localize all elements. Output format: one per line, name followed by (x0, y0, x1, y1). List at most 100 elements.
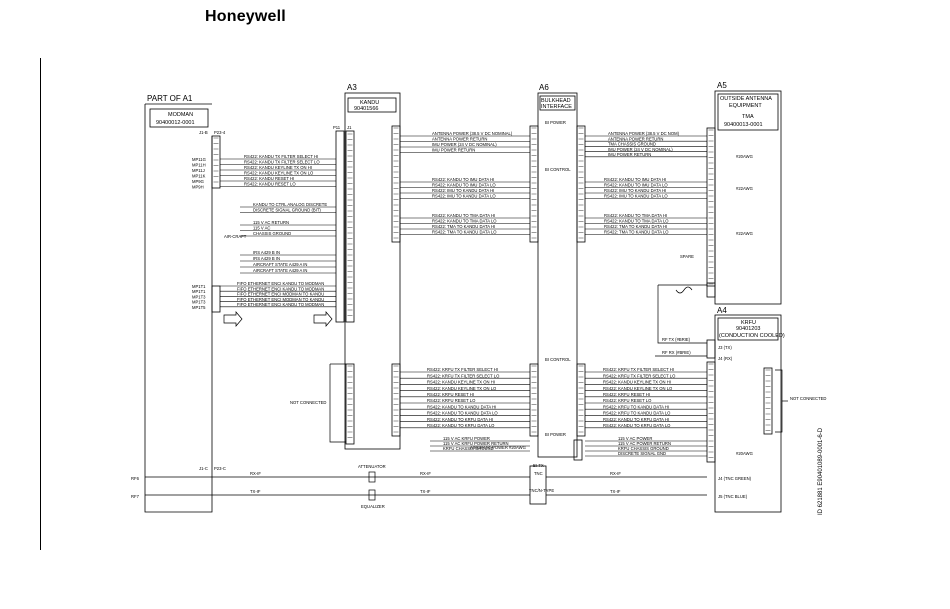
a4-ref: A4 (717, 306, 727, 315)
signal-label: AIRCRAFT STATE A429 A IN (253, 268, 307, 273)
bi-control-low: BI CONTROL (545, 357, 571, 362)
signal-label: ANTENNA POWER (38.5 V DC NOM) (608, 131, 680, 136)
signal-label: RS422: TMA TO KANDU DATA LO (604, 230, 669, 235)
a4-name: KRFU (741, 320, 756, 326)
signal-label: RS422: KANDU TO TMA DATA HI (604, 213, 667, 218)
rx-if-right: RX-IF (610, 471, 621, 476)
awg-a: #20AWG (736, 154, 753, 159)
mp-label: MP1T1 (192, 284, 206, 289)
signal-label: RS422: KRFU RESET HI (427, 392, 474, 397)
signal-label: RS422: KANDU TO KRFU DATA LO (603, 423, 671, 428)
signal-label: RS422: KANDU TO IMU DATA LO (432, 183, 496, 188)
mp-label: MP11K (192, 174, 206, 179)
rf-rx-label: RF RX (#BRIE) (662, 350, 691, 355)
a1-j1-label: J1-B (199, 130, 208, 135)
signal-label: RS422: KRFU TO KANDU DATA HI (603, 404, 669, 409)
tnc-label: TNC (534, 471, 543, 476)
awg-d: #20AWG (736, 451, 753, 456)
signal-label: IRS A429 B IN (253, 256, 280, 261)
signal-label: RS422: KANDU TO KANDU DATA HI (427, 404, 496, 409)
signal-label: RS422: KANDU TO TMA DATA LO (604, 219, 669, 224)
a1-p23-label: P23-4 (214, 130, 226, 135)
signal-label: RS422: KRFU RESET HI (603, 392, 650, 397)
bi-tx-label: BI-TX (533, 463, 544, 468)
a1-p23c-label: P23-C (214, 466, 226, 471)
signal-label: RS422: KRFU TX FILTER SELECT LO (427, 373, 500, 378)
mp-label: MP9G (192, 179, 204, 184)
a4-part: 90401203 (736, 326, 760, 332)
awg-b: #22AWG (736, 186, 753, 191)
signal-label: RS422: TMA TO KANDU DATA HI (432, 224, 495, 229)
rf6-label: RF6 (131, 476, 140, 481)
signal-label: IMU POWER RETURN (432, 148, 475, 153)
aircraft-label: AIR-CRAFT (224, 234, 247, 239)
signal-label: ANTENNA POWER RETURN (608, 136, 663, 141)
signal-label: RS422: KANDU TO IMU DATA HI (604, 177, 666, 182)
a3-ref: A3 (347, 83, 357, 92)
signal-label: IMU POWER (24 V DC NOMINAL) (608, 147, 673, 152)
signal-label: RS422: KANDU KEYLINE TX ON HI (603, 380, 671, 385)
a6-name2: INTERFACE (541, 104, 572, 110)
margin-rule (40, 58, 41, 550)
signal-label: RS422: KANDU KEYLINE TX ON HI (427, 380, 495, 385)
signal-label: FIFO ETHERNET ENCI MODMAN TO KANDU (237, 292, 324, 297)
signal-label: RS422: KANDU TO IMU DATA HI (432, 177, 494, 182)
aircraft-power-label: AIRCRAFT POWER #20AWG (470, 445, 526, 450)
signal-label: 115 V AC KRFU POWER (443, 436, 490, 441)
j5-tnc-blue: J5 (TNC BLUE) (718, 494, 748, 499)
rx-if-left: RX-IF (250, 471, 261, 476)
mp-label: MP1T1 (192, 289, 206, 294)
a3-j1-label: J1 (347, 125, 352, 130)
a3-part: 90401566 (354, 106, 378, 112)
rx-if-mid: RX-IF (420, 471, 431, 476)
bi-control-top: BI CONTROL (545, 167, 571, 172)
signal-label: RS422: IMU TO KANDU DATA LO (604, 194, 668, 199)
equalizer-label: EQUALIZER (361, 504, 385, 509)
attenuator-label: ATTENUATOR (358, 464, 386, 469)
a1-j1c-label: J1-C (199, 466, 208, 471)
signal-label: RS422: KANDU TO KRFU DATA LO (427, 423, 495, 428)
signal-label: RS422: KANDU TO KRFU DATA HI (427, 417, 493, 422)
signal-label: RS422: KRFU TX FILTER SELECT HI (427, 367, 498, 372)
tnc-n-label: TNC/N-TYPE (529, 488, 554, 493)
signal-label: RS422: KANDU TO TMA DATA LO (432, 219, 497, 224)
signal-label: ANTENNA POWER (38.5 V DC NOMINAL) (432, 131, 513, 136)
signal-label: IRS A429 B IN (253, 250, 280, 255)
j3-tx-label: J3 (TX) (718, 345, 732, 350)
signal-label: KRFU CHASSIS GROUND (443, 446, 494, 451)
signal-label: RS422: IMU TO KANDU DATA LO (432, 194, 496, 199)
not-connected-right: NOT CONNECTED (790, 396, 826, 401)
awg-c: #22AWG (736, 231, 753, 236)
document-id: ID 621881 E90401089-0001-6-D (818, 427, 824, 515)
signal-label: FIFO ETHERNET ENCI KANDU TO MODMAN (237, 302, 324, 307)
signal-label: RS422: KANDU KEYLINE TX ON LO (244, 171, 314, 176)
signal-label: RS422: KANDU TO TMA DATA HI (432, 213, 495, 218)
a1-frame (144, 104, 213, 513)
signal-label: RS422: KANDU TO KRFU DATA HI (603, 417, 669, 422)
signal-label: DISCRETE SIGNAL GROUND (BIT) (253, 208, 321, 213)
not-connected-left: NOT CONNECTED (290, 400, 326, 405)
a5-sub: TMA (742, 114, 754, 120)
signal-label: RS422: KANDU TO KANDU DATA LO (427, 411, 498, 416)
bi-power-low: BI POWER (545, 432, 566, 437)
a5-part: 90400013-0001 (724, 122, 763, 128)
signal-label: IMU POWER RETURN (608, 152, 651, 157)
signal-label: AIRCRAFT STATE A429 A IN (253, 262, 307, 267)
a1-name: MODMAN (168, 112, 193, 118)
a1-part: 90400012-0001 (156, 120, 195, 126)
signal-label: RS422: KANDU KEYLINE TX ON HI (244, 165, 312, 170)
signal-label: DISCRETE SIGNAL GND (618, 451, 666, 456)
signal-label: RS422: KANDU KEYLINE TX ON LO (427, 386, 497, 391)
signal-label: FIFO ETHERNET ENCI KANDU TO MODMAN (237, 286, 324, 291)
j4-tnc-green: J4 (TNC GREEN) (718, 476, 752, 481)
a3-frame (344, 92, 401, 450)
unit-labels: PART OF A1 MODMAN 90400012-0001 J1-B P23… (147, 81, 785, 471)
signal-label: IMU POWER (24 V DC NOMINAL) (432, 142, 497, 147)
signal-label: RS422: KRFU RESET LO (427, 398, 476, 403)
signal-label: FIFO ETHERNET ENCI KANDU TO MODMAN (237, 281, 324, 286)
a3-p11-label: P11 (333, 125, 341, 130)
rf7-label: RF7 (131, 494, 140, 499)
